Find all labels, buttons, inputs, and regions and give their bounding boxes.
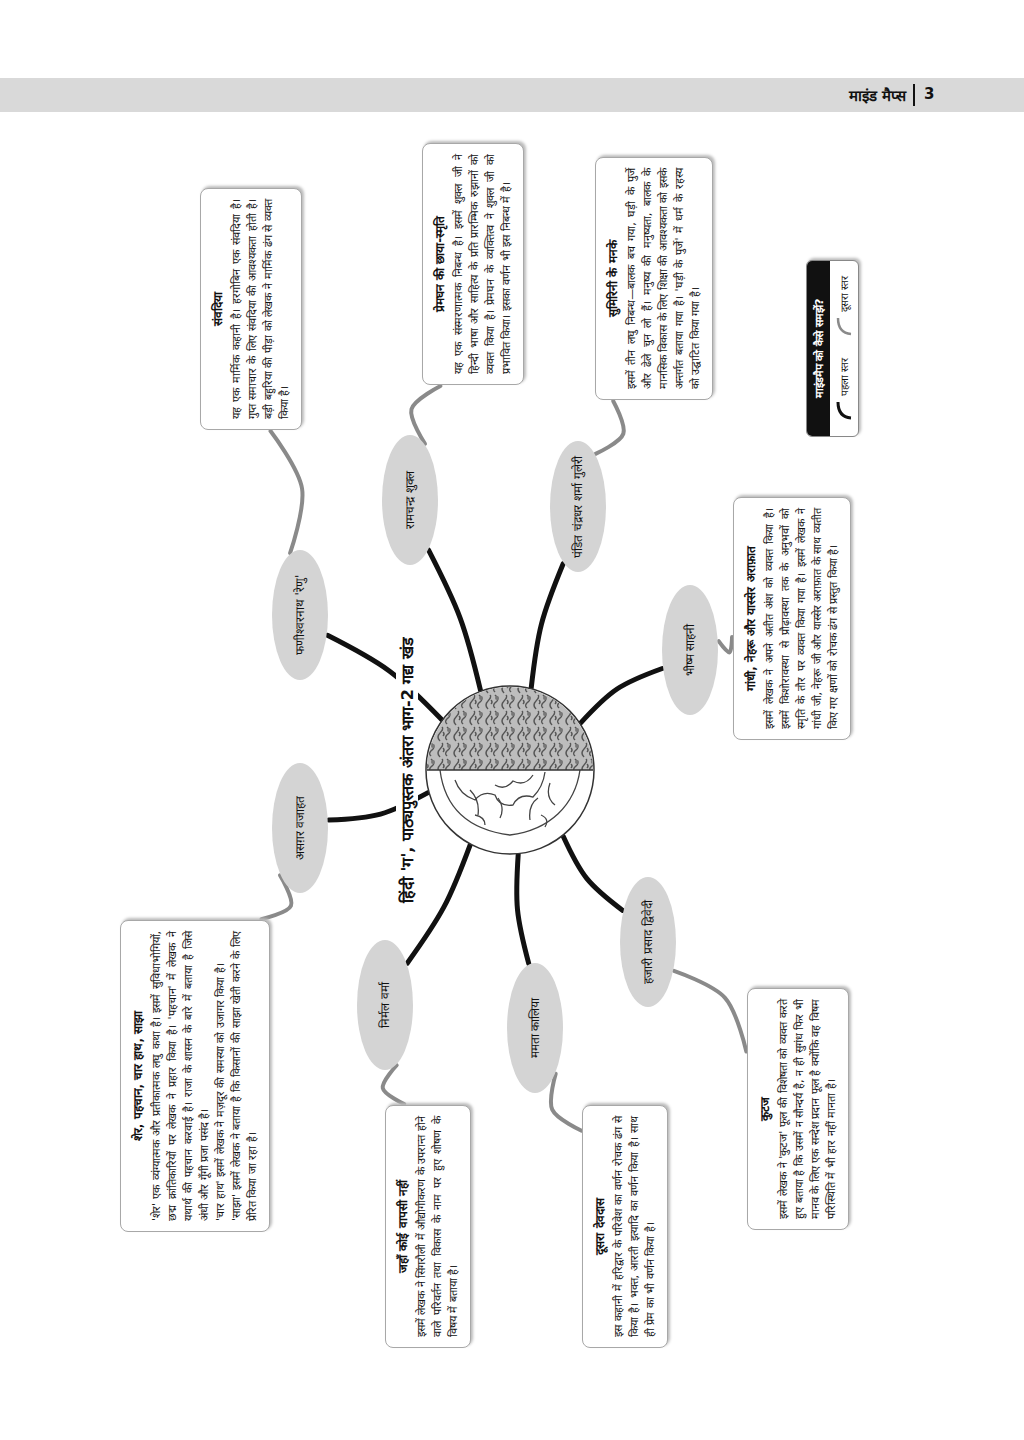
author-name: असग़र वजाहत bbox=[292, 796, 308, 861]
content-box: दूसरा देवदासइस कहानी में हरिद्वार के परि… bbox=[582, 1105, 668, 1348]
legend-item: दूसरा स्तर bbox=[835, 276, 853, 337]
legend-swatch bbox=[835, 399, 853, 421]
author-oval: पंडित चंद्रधर शर्मा गुलेरी bbox=[550, 442, 606, 573]
content-box: संवदियायह एक मार्मिक कहानी है। हरगोबिन ए… bbox=[200, 188, 302, 430]
legend-heading: माइंडमैप को कैसे समझें? bbox=[807, 261, 830, 436]
main-branch bbox=[581, 668, 663, 722]
main-branch bbox=[517, 855, 529, 964]
legend-swatch bbox=[835, 315, 853, 337]
box-body: इसमें लेखक ने सिंगरौली में औद्योगीकरण के… bbox=[414, 1116, 462, 1337]
box-body: इसमें तीन लघु निबन्ध—बालक बच गया, घड़ी क… bbox=[624, 168, 704, 389]
central-topic: हिंदी 'ग', पाठ्यपुस्तक अंतरा भाग-2 गद्य … bbox=[426, 686, 594, 854]
sub-branch bbox=[411, 386, 440, 444]
sub-branch bbox=[596, 401, 624, 454]
author-name: पंडित चंद्रधर शर्मा गुलेरी bbox=[570, 456, 586, 557]
box-body: इसमें लेखक ने 'कुटज' फूल की विशेषता को व… bbox=[776, 999, 840, 1219]
main-branch bbox=[531, 564, 563, 688]
page-number: 3 bbox=[924, 85, 934, 103]
box-body: 'साझा' इसमें लेखक ने बताया है कि किसानों… bbox=[229, 931, 261, 1221]
content-box: गांधी, नेहरू और यास्सेर अराफ़ातइसमें लेख… bbox=[733, 497, 851, 740]
author-oval: हजारी प्रसाद द्विवेदी bbox=[620, 877, 676, 1007]
sub-branch bbox=[271, 431, 303, 553]
main-branch bbox=[327, 635, 441, 719]
sub-branch bbox=[551, 1074, 582, 1131]
box-heading: सुमिरिनी के मनके bbox=[604, 168, 621, 389]
main-branch bbox=[563, 836, 623, 910]
box-body: इस कहानी में हरिद्वार के परिवेश का वर्णन… bbox=[611, 1116, 659, 1337]
box-body: यह एक संस्मरणात्मक निबन्ध है। इसमें शुक्… bbox=[451, 154, 515, 374]
content-box: प्रेमघन की छाया-स्मृतियह एक संस्मरणात्मक… bbox=[422, 143, 524, 385]
box-body: यह एक मार्मिक कहानी है। हरगोबिन एक संवदि… bbox=[229, 199, 293, 419]
author-name: फणीश्वरनाथ 'रेणु' bbox=[292, 575, 308, 655]
legend-box: माइंडमैप को कैसे समझें? पहला स्तर दूसरा स्… bbox=[806, 260, 859, 437]
legend-row: पहला स्तर दूसरा स्तर bbox=[830, 261, 858, 436]
box-heading: जहाँ कोई वापसी नहीं bbox=[394, 1116, 411, 1337]
box-heading: संवदिया bbox=[209, 199, 226, 419]
header-bar: माइंड मैप्स 3 bbox=[0, 78, 1024, 112]
box-heading: शेर, पहचान, चार हाथ, साझा bbox=[129, 931, 146, 1221]
author-oval: फणीश्वरनाथ 'रेणु' bbox=[272, 550, 328, 680]
legend-text: दूसरा स्तर bbox=[837, 276, 851, 312]
box-body: 'शेर' एक व्यंग्यात्मक और प्रतीकात्मक लघु… bbox=[149, 931, 213, 1221]
author-name: निर्मल वर्मा bbox=[377, 982, 393, 1028]
content-box: जहाँ कोई वापसी नहींइसमें लेखक ने सिंगरौल… bbox=[385, 1105, 471, 1348]
legend-text: पहला स्तर bbox=[837, 358, 851, 396]
header-title: माइंड मैप्स bbox=[849, 85, 906, 105]
legend-item: पहला स्तर bbox=[835, 358, 853, 421]
author-oval: असग़र वजाहत bbox=[272, 763, 328, 893]
sub-branch bbox=[383, 1065, 405, 1104]
box-body: 'चार हाथ' इसमें लेखक ने मज़दूर की समस्या… bbox=[213, 931, 229, 1221]
author-oval: रामचन्द्र शुक्ल bbox=[382, 435, 438, 565]
content-box: शेर, पहचान, चार हाथ, साझा'शेर' एक व्यंग्… bbox=[120, 920, 270, 1232]
central-title: हिंदी 'ग', पाठ्यपुस्तक अंतरा भाग-2 गद्य … bbox=[396, 632, 418, 908]
author-name: ममता कालिया bbox=[527, 998, 543, 1059]
sub-branch bbox=[719, 637, 732, 652]
mind-map-stage: हिंदी 'ग', पाठ्यपुस्तक अंतरा भाग-2 गद्य … bbox=[100, 130, 900, 1430]
main-branch bbox=[429, 550, 481, 690]
box-heading: कुटज bbox=[756, 999, 773, 1219]
box-heading: प्रेमघन की छाया-स्मृति bbox=[431, 154, 448, 374]
author-name: रामचन्द्र शुक्ल bbox=[402, 471, 418, 529]
content-box: सुमिरिनी के मनकेइसमें तीन लघु निबन्ध—बाल… bbox=[595, 157, 713, 400]
box-heading: दूसरा देवदास bbox=[591, 1116, 608, 1337]
author-oval: निर्मल वर्मा bbox=[357, 940, 413, 1070]
author-name: भीष्म साहनी bbox=[682, 624, 698, 677]
content-box: कुटजइसमें लेखक ने 'कुटज' फूल की विशेषता … bbox=[747, 988, 849, 1230]
box-heading: गांधी, नेहरू और यास्सेर अराफ़ात bbox=[742, 508, 759, 729]
author-name: हजारी प्रसाद द्विवेदी bbox=[640, 900, 656, 984]
sub-branch bbox=[674, 971, 746, 1052]
box-body: इसमें लेखक ने अपने अतीत अंश को व्यक्त कि… bbox=[762, 508, 842, 729]
author-oval: भीष्म साहनी bbox=[662, 585, 718, 715]
author-oval: ममता कालिया bbox=[507, 963, 563, 1093]
